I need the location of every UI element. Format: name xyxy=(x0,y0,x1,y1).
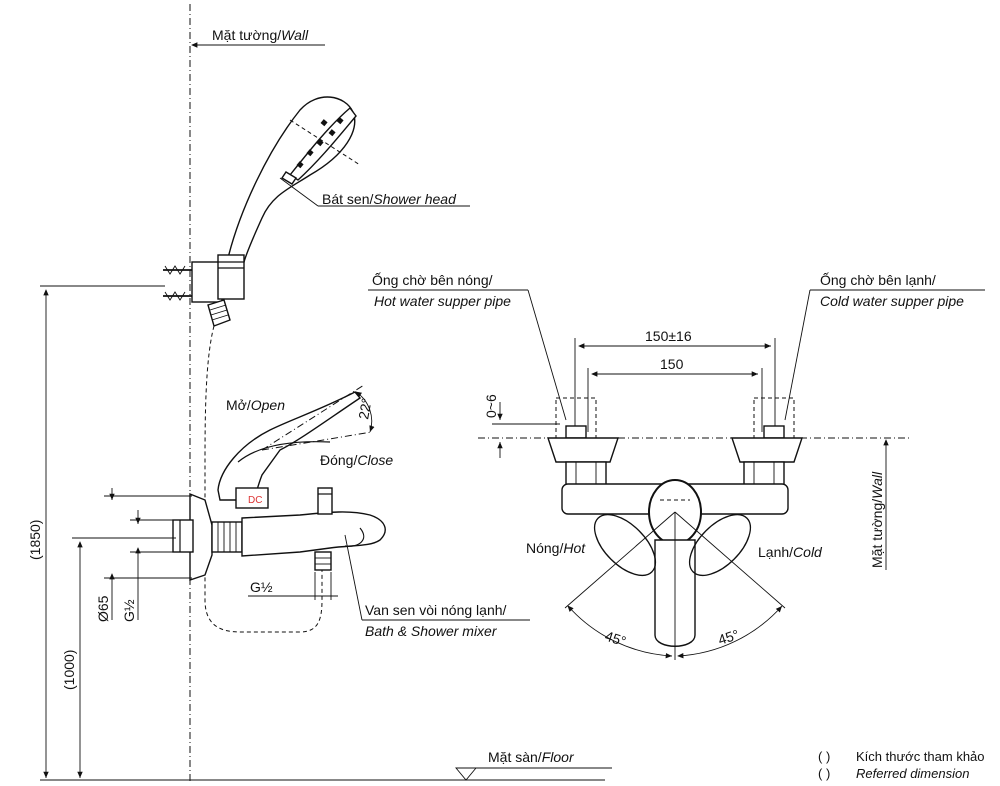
dim-0-6-label: 0~6 xyxy=(483,394,499,418)
hot-pipe-label-en: Hot water supper pipe xyxy=(374,293,511,309)
legend-paren-1: ( ) xyxy=(818,749,830,764)
dim-150-16-label: 150±16 xyxy=(645,328,692,344)
mixer-side-drawing: DC xyxy=(172,384,386,581)
floor-label: Mặt sàn/Floor xyxy=(488,749,575,765)
shower-head-drawing xyxy=(163,96,361,633)
wall-top-label: Mặt tường/Wall xyxy=(212,27,309,43)
hot-label: Nóng/Hot xyxy=(526,540,586,556)
dim-1000-label: (1000) xyxy=(61,650,77,690)
horizontal-dimensions xyxy=(574,338,776,432)
cold-pipe-leader xyxy=(784,289,811,421)
legend-line-2: Referred dimension xyxy=(856,766,969,781)
wall-right-label: Mặt tường/Wall xyxy=(869,471,885,568)
mixer-front-drawing xyxy=(547,397,803,660)
svg-text:DC: DC xyxy=(248,495,262,506)
close-label: Đóng/Close xyxy=(320,452,393,468)
shower-head-label: Bát sen/Shower head xyxy=(322,191,457,207)
dim-1850-label: (1850) xyxy=(27,520,43,560)
mixer-leader xyxy=(344,534,363,621)
angle-open-label: 22° xyxy=(355,397,374,421)
legend-paren-2: ( ) xyxy=(818,766,830,781)
angle-right-label: 45° xyxy=(716,626,741,648)
open-label: Mở/Open xyxy=(226,397,285,413)
cold-pipe-label-vn: Ống chờ bên lạnh/ xyxy=(820,271,936,288)
legend-line-1: Kích thước tham khảo xyxy=(856,749,985,764)
mixer-label-en: Bath & Shower mixer xyxy=(365,623,498,639)
cold-pipe-label-en: Cold water supper pipe xyxy=(820,293,964,309)
g-half-label-2: G½ xyxy=(121,599,137,622)
dim-150-label: 150 xyxy=(660,356,684,372)
angle-left-label: 45° xyxy=(603,628,628,650)
dia-65-label: Ø65 xyxy=(95,595,111,622)
floor-marker xyxy=(455,767,477,781)
vertical-dimensions xyxy=(40,285,192,778)
shower-head-leader xyxy=(279,177,319,207)
g-half-label-1: G½ xyxy=(250,579,273,595)
hot-pipe-label-vn: Ống chờ bên nóng/ xyxy=(372,271,493,288)
open-angle-arc xyxy=(355,391,375,433)
mixer-label-vn: Van sen vòi nóng lạnh/ xyxy=(365,602,507,618)
hot-pipe-leader xyxy=(527,289,567,421)
cold-label: Lạnh/Cold xyxy=(758,544,823,560)
